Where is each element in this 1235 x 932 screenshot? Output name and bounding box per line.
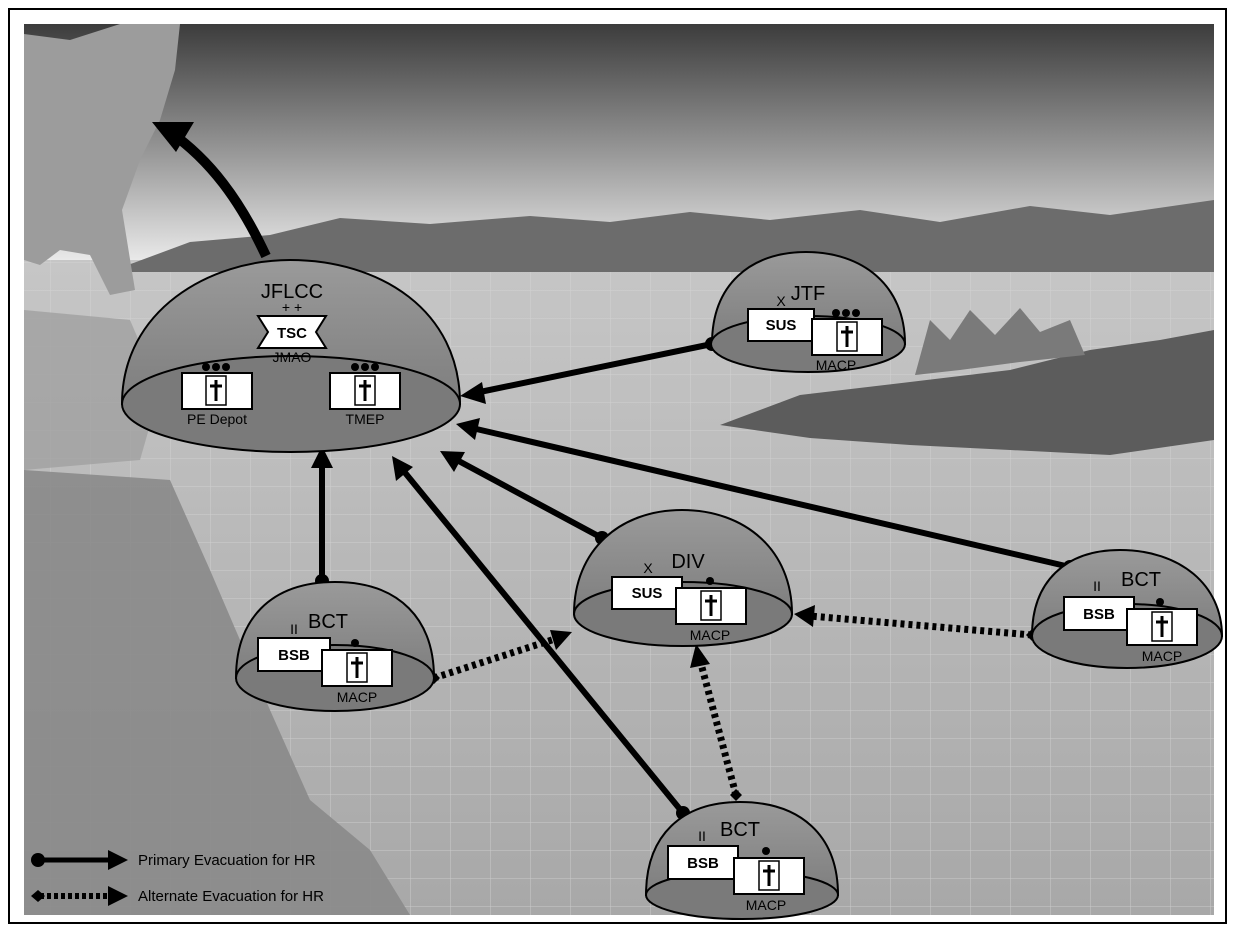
bct-left-macp-symbol [321,639,393,687]
bct-bottom-echelon: II [698,828,706,844]
bct-right-title: BCT [1121,569,1161,591]
bct-left-macp-label: MACP [337,689,377,705]
jflcc-echelon: + + [282,299,302,315]
jmao-label: JMAO [273,349,312,365]
sus-box [747,308,815,342]
bct-left-bsb-label: BSB [278,647,310,664]
background-scene [24,24,1214,915]
jtf-macp-label: MACP [816,357,856,373]
bct-bottom-macp-symbol [733,847,805,895]
evacuation-diagram: JFLCC + + TSC JMAO PE Depot TMEP X [24,24,1224,920]
bsb-box [1063,596,1135,631]
tmep-symbol [329,363,401,410]
bct-bottom-title: BCT [720,819,760,841]
tsc-symbol: TSC [256,315,328,349]
div-sus-label: SUS [632,585,663,602]
div-node: X DIV SUS MACP [572,508,794,647]
jflcc-title: JFLCC [261,281,323,303]
div-title: DIV [671,551,705,573]
div-echelon: X [643,560,653,576]
bct-left-title: BCT [308,611,348,633]
diagram-frame: JFLCC + + TSC JMAO PE Depot TMEP X [8,8,1227,924]
legend-primary-row: Primary Evacuation for HR [31,850,316,870]
bct-bottom-macp-label: MACP [746,897,786,913]
bct-bottom-bsb-label: BSB [687,855,719,872]
pe-depot-symbol [181,363,253,410]
north-america-map [24,24,180,295]
div-macp-symbol [675,577,747,625]
sus-box [611,576,683,610]
bct-right-node: II BCT BSB MACP [1030,548,1224,669]
jtf-node: X JTF SUS MACP [710,250,907,373]
jtf-macp-symbol [811,309,883,356]
legend-alternate-row: Alternate Evacuation for HR [31,886,324,906]
legend-primary-label: Primary Evacuation for HR [138,852,316,869]
bct-right-bsb-label: BSB [1083,606,1115,623]
tmep-label: TMEP [346,411,385,427]
jtf-title: JTF [791,283,825,305]
bct-left-node: II BCT BSB MACP [234,580,436,712]
jflcc-node: JFLCC + + TSC JMAO PE Depot TMEP [120,258,462,453]
jtf-echelon: X [776,293,786,309]
tsc-label: TSC [277,325,307,342]
bct-left-echelon: II [290,621,298,637]
div-macp-label: MACP [690,627,730,643]
bct-right-macp-symbol [1126,598,1198,646]
bct-right-macp-label: MACP [1142,648,1182,664]
alternate-evacuation-arrows [428,605,1038,801]
legend-alternate-label: Alternate Evacuation for HR [138,888,324,905]
legend: Primary Evacuation for HR Alternate Evac… [31,850,324,906]
pe-depot-label: PE Depot [187,411,247,427]
jtf-sus-label: SUS [766,317,797,334]
bct-bottom-node: II BCT BSB MACP [644,800,840,920]
bct-right-echelon: II [1093,578,1101,594]
